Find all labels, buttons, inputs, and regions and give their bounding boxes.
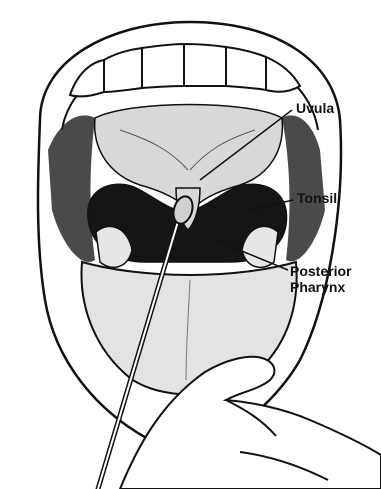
label-posterior: Posterior	[290, 263, 351, 279]
label-uvula: Uvula	[296, 100, 334, 116]
upper-teeth	[70, 44, 300, 96]
label-tonsil: Tonsil	[297, 190, 337, 206]
label-pharynx: Pharynx	[290, 279, 345, 295]
